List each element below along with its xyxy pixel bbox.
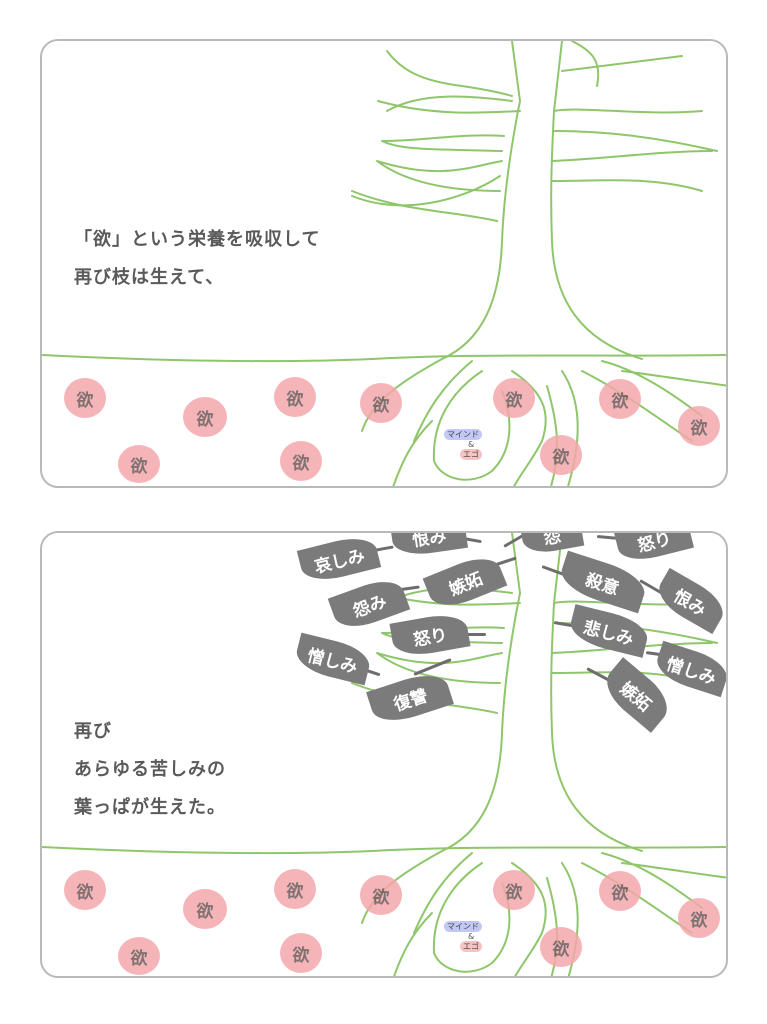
caption-line: 「欲」という栄養を吸収して — [74, 229, 321, 250]
mind-ego-core: マインド & エゴ — [440, 917, 498, 957]
desire-nutrient: 欲 — [280, 933, 322, 973]
desire-nutrient: 欲 — [274, 377, 316, 417]
desire-nutrient: 欲 — [493, 870, 535, 910]
ego-tag: エゴ — [460, 449, 482, 460]
mind-tag: マインド — [444, 429, 482, 440]
desire-nutrient: 欲 — [599, 871, 641, 911]
desire-nutrient: 欲 — [64, 378, 106, 418]
caption-line: 再び — [74, 721, 112, 742]
caption: 「欲」という栄養を吸収して 再び枝は生えて、 — [74, 221, 320, 297]
desire-nutrient: 欲 — [118, 445, 160, 483]
mind-ego-core: マインド & エゴ — [440, 425, 498, 465]
desire-nutrient: 欲 — [678, 406, 720, 446]
caption-line: 葉っぱが生えた。 — [74, 797, 226, 818]
desire-nutrient: 欲 — [493, 378, 535, 418]
desire-nutrient: 欲 — [274, 869, 316, 909]
ampersand: & — [468, 440, 475, 449]
caption-line: 再び枝は生えて、 — [74, 267, 225, 288]
desire-nutrient: 欲 — [360, 875, 402, 915]
desire-nutrient: 欲 — [183, 397, 227, 437]
desire-nutrient: 欲 — [118, 937, 160, 975]
caption-line: あらゆる苦しみの — [74, 759, 226, 780]
ampersand: & — [468, 932, 475, 941]
panel-bottom: 哀しみ 恨み 怨 怒り 嫉妬 怨み 殺意 恨み 怒り 悲しみ 憎しみ 憎しみ 復… — [40, 531, 728, 978]
desire-nutrient: 欲 — [64, 870, 106, 910]
desire-nutrient: 欲 — [540, 927, 582, 967]
ego-tag: エゴ — [460, 941, 482, 952]
desire-nutrient: 欲 — [280, 441, 322, 481]
desire-nutrient: 欲 — [540, 435, 582, 475]
desire-nutrient: 欲 — [360, 383, 402, 423]
desire-nutrient: 欲 — [183, 889, 227, 929]
caption: 再び あらゆる苦しみの 葉っぱが生えた。 — [74, 713, 226, 827]
mind-tag: マインド — [444, 921, 482, 932]
panel-top: 「欲」という栄養を吸収して 再び枝は生えて、 欲 欲 欲 欲 欲 欲 欲 欲 欲… — [40, 39, 728, 488]
desire-nutrient: 欲 — [599, 379, 641, 419]
desire-nutrient: 欲 — [678, 898, 720, 938]
